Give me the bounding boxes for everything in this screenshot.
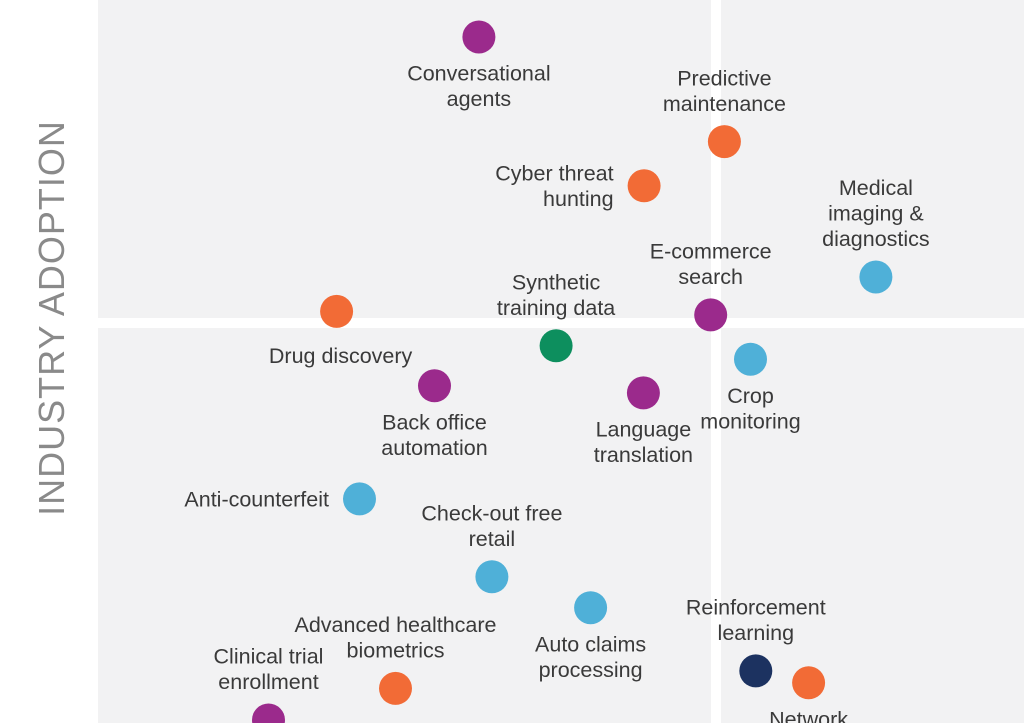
label-line: translation [594,443,693,467]
point-predictive-maintenance [707,125,741,159]
label-line: Back office [382,411,487,435]
label-line: retail [469,527,516,551]
point-medical-imaging-and-diagnostics [859,260,893,294]
point-advanced-healthcare-biometrics [379,671,412,705]
point-drug-discovery [320,294,354,328]
point-auto-claims-processing [574,591,608,625]
label-line: Language [596,418,692,442]
label-line: Predictive [677,66,771,90]
point-e-commerce-search [694,298,728,332]
point-back-office-automation [418,369,451,403]
quadrant-divider-vertical [711,0,721,723]
label-line: Anti-counterfeit [184,487,329,511]
label-line: learning [718,621,795,645]
label-line: biometrics [347,639,445,663]
label-line: Drug discovery [269,344,413,368]
label-line: enrollment [218,670,318,694]
label-line: diagnostics [822,227,930,251]
label-line: Synthetic [512,271,601,295]
label-line: Auto claims [535,632,646,656]
label-anti-counterfeit: Anti-counterfeit [184,487,329,511]
point-check-out-free-retail [475,560,509,594]
label-line: Check-out free [421,502,562,526]
point-reinforcement-learning [739,654,773,688]
quadrant-divider-horizontal [98,318,1024,328]
label-line: Network [769,708,848,723]
label-line: agents [447,87,512,111]
label-line: E-commerce [650,240,772,264]
label-line: imaging & [828,202,924,226]
label-line: maintenance [663,92,786,116]
point-synthetic-training-data [539,329,573,363]
point-clinical-trial-enrollment [252,703,285,723]
label-line: Cyber threat [495,162,613,186]
label-drug-discovery: Drug discovery [269,344,413,368]
label-network: Network [769,708,848,723]
point-network [792,666,826,700]
label-line: processing [539,658,643,682]
point-crop-monitoring [734,342,767,376]
point-cyber-threat-hunting [627,169,661,203]
y-axis-label: INDUSTRY ADOPTION [31,120,72,516]
label-line: Conversational [407,62,550,86]
label-line: Reinforcement [686,596,826,620]
point-anti-counterfeit [343,482,376,516]
label-line: hunting [543,187,614,211]
label-line: search [678,265,743,289]
point-language-translation [626,376,660,410]
label-line: Clinical trial [214,645,324,669]
label-line: automation [381,436,487,460]
label-line: Advanced healthcare [294,613,496,637]
label-line: Medical [839,176,913,200]
label-line: monitoring [700,409,800,433]
label-line: Crop [727,384,774,408]
label-line: training data [497,296,615,320]
point-conversational-agents [462,20,496,54]
